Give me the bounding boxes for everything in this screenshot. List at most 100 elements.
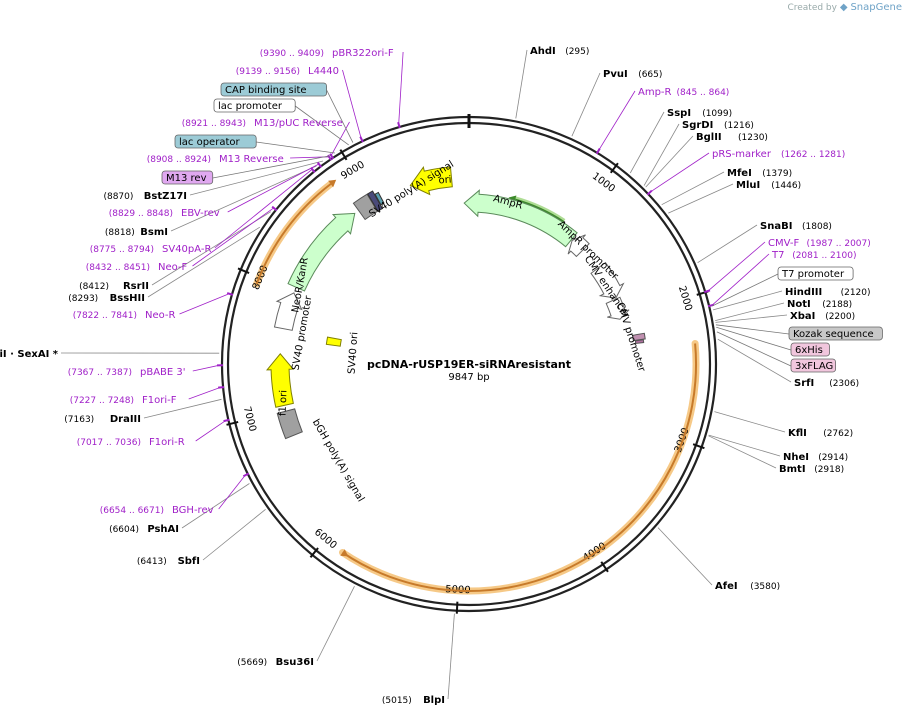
feature-sv40-ori-block (325, 336, 342, 347)
primer-sv40pa-r: SV40pA-R(8775 .. 8794) (90, 244, 212, 255)
site-ahdi: AhdI(295) (530, 46, 589, 57)
primer-cmv-f: CMV-F(1987 .. 2007) (768, 238, 871, 249)
primer-position: (845 .. 864) (677, 88, 730, 98)
primer-marker (242, 472, 250, 478)
boxed-feature-box (174, 134, 257, 149)
leader-line (316, 586, 355, 662)
site-name: BglII (696, 132, 722, 143)
leader-line (715, 314, 788, 323)
site-name: SbfI (178, 556, 200, 567)
primer-position: (8432 .. 8451) (86, 263, 150, 273)
tick-mark (339, 149, 348, 161)
site-name: KflI (788, 428, 807, 439)
feature-label-bgh-poly-a-signal: bGH poly(A) signal (310, 418, 366, 504)
leader-line (143, 398, 222, 419)
site-afei: AfeI(3580) (715, 581, 780, 592)
feature-neor-kanr (287, 212, 356, 292)
primer-name: L4440 (308, 66, 339, 77)
primer-marker (316, 161, 323, 168)
leader-line (571, 72, 601, 137)
primer-position: (8908 .. 8924) (147, 155, 211, 165)
feature-tag-block-2 (634, 339, 645, 345)
primer-name: BGH-rev (172, 505, 214, 516)
site-position: (2120) (841, 288, 871, 298)
site-pshai: PshAI(6604) (109, 524, 179, 535)
site-position: (6604) (109, 525, 139, 535)
tick-mark (237, 267, 250, 274)
site-name: SnaBI (760, 221, 792, 232)
site-rsrii: RsrII(8412) (79, 281, 149, 292)
leader-line (717, 338, 792, 383)
primer-name: pRS-marker (712, 149, 772, 160)
leader-line (179, 293, 230, 315)
tick-mark (226, 420, 239, 426)
site-name: NheI (783, 452, 809, 463)
primer-position: (9390 .. 9409) (260, 49, 324, 59)
site-mfei: MfeI(1379) (727, 168, 792, 179)
primer-position: (8829 .. 8848) (109, 209, 173, 219)
site-position: (8293) (68, 294, 98, 304)
leader-line (227, 163, 320, 213)
orf-arcs (255, 179, 697, 593)
site-bglii: BglII(1230) (696, 132, 768, 143)
primer-marker (329, 153, 335, 160)
feature-cmv-enhancer (590, 261, 625, 299)
primer-name: M13/pUC Reverse (254, 118, 343, 129)
leader-line (256, 141, 335, 154)
primer-name: Neo-R (145, 310, 176, 321)
site-xbai: XbaI(2200) (790, 311, 855, 322)
site-position: (1216) (724, 121, 754, 131)
leader-line (715, 324, 790, 335)
site-position: (5015) (382, 696, 412, 706)
leader-line (181, 483, 250, 529)
primer-name: F1ori-R (149, 437, 185, 448)
ampr-orf (515, 198, 565, 223)
primer-position: (7227 .. 7248) (70, 396, 134, 406)
leader-line (218, 475, 246, 510)
leader-line (202, 508, 266, 561)
primer-name: Neo-F (158, 262, 188, 273)
leader-line (398, 51, 404, 125)
primer-marker (646, 189, 653, 196)
leader-line (716, 331, 792, 367)
site-name: PvuI (603, 69, 628, 80)
site-csii-sexai: CsiI · SexAI *(7453) (0, 349, 59, 360)
primer-m13-puc-reverse: M13/pUC Reverse(8921 .. 8943) (182, 118, 343, 129)
brand-prefix: Created by (787, 3, 837, 13)
feature-cap-marker (374, 191, 385, 206)
site-position: (295) (565, 47, 589, 57)
tick-label: 1000 (590, 171, 617, 195)
site-name: CsiI · SexAI * (0, 349, 59, 360)
primer-position: (1262 .. 1281) (781, 150, 845, 160)
boxed-feature-label: CAP binding site (225, 85, 307, 96)
primer-position: (7367 .. 7387) (68, 368, 132, 378)
boxed-feature-box (777, 266, 854, 281)
feature-cmv-promoter-arrow (605, 296, 630, 320)
site-blpi: BlpI(5015) (382, 695, 445, 706)
leader-line (189, 160, 324, 196)
boxed-6xhis: 6xHis (790, 342, 830, 357)
boxed-feature-label: lac promoter (218, 101, 283, 112)
label-leader-lines (60, 49, 792, 700)
tick-mark (692, 443, 705, 450)
tick-label: 2000 (676, 285, 694, 313)
site-srfi: SrfI(2306) (794, 378, 859, 389)
leader-line (715, 302, 785, 321)
brand-name: SnapGene (850, 2, 902, 13)
site-name: RsrII (123, 281, 149, 292)
primer-pbabe-3: pBABE 3'(7367 .. 7387) (68, 367, 186, 378)
primer-name: pBR322ori-F (332, 48, 394, 59)
primer-position: (1987 .. 2007) (807, 239, 871, 249)
boxed-cap-binding-site: CAP binding site (220, 82, 327, 97)
site-pvui: PvuI(665) (603, 69, 662, 80)
primer-bgh-rev: BGH-rev(6654 .. 6671) (100, 505, 214, 516)
primer-position: (9139 .. 9156) (236, 67, 300, 77)
primer-name: EBV-rev (181, 208, 220, 219)
boxed-feature-label: 3xFLAG (795, 361, 833, 372)
site-name: BmtI (779, 464, 806, 475)
primer-marker (707, 303, 715, 308)
site-position: (2918) (814, 465, 844, 475)
site-mlui: MluI(1446) (736, 180, 801, 191)
